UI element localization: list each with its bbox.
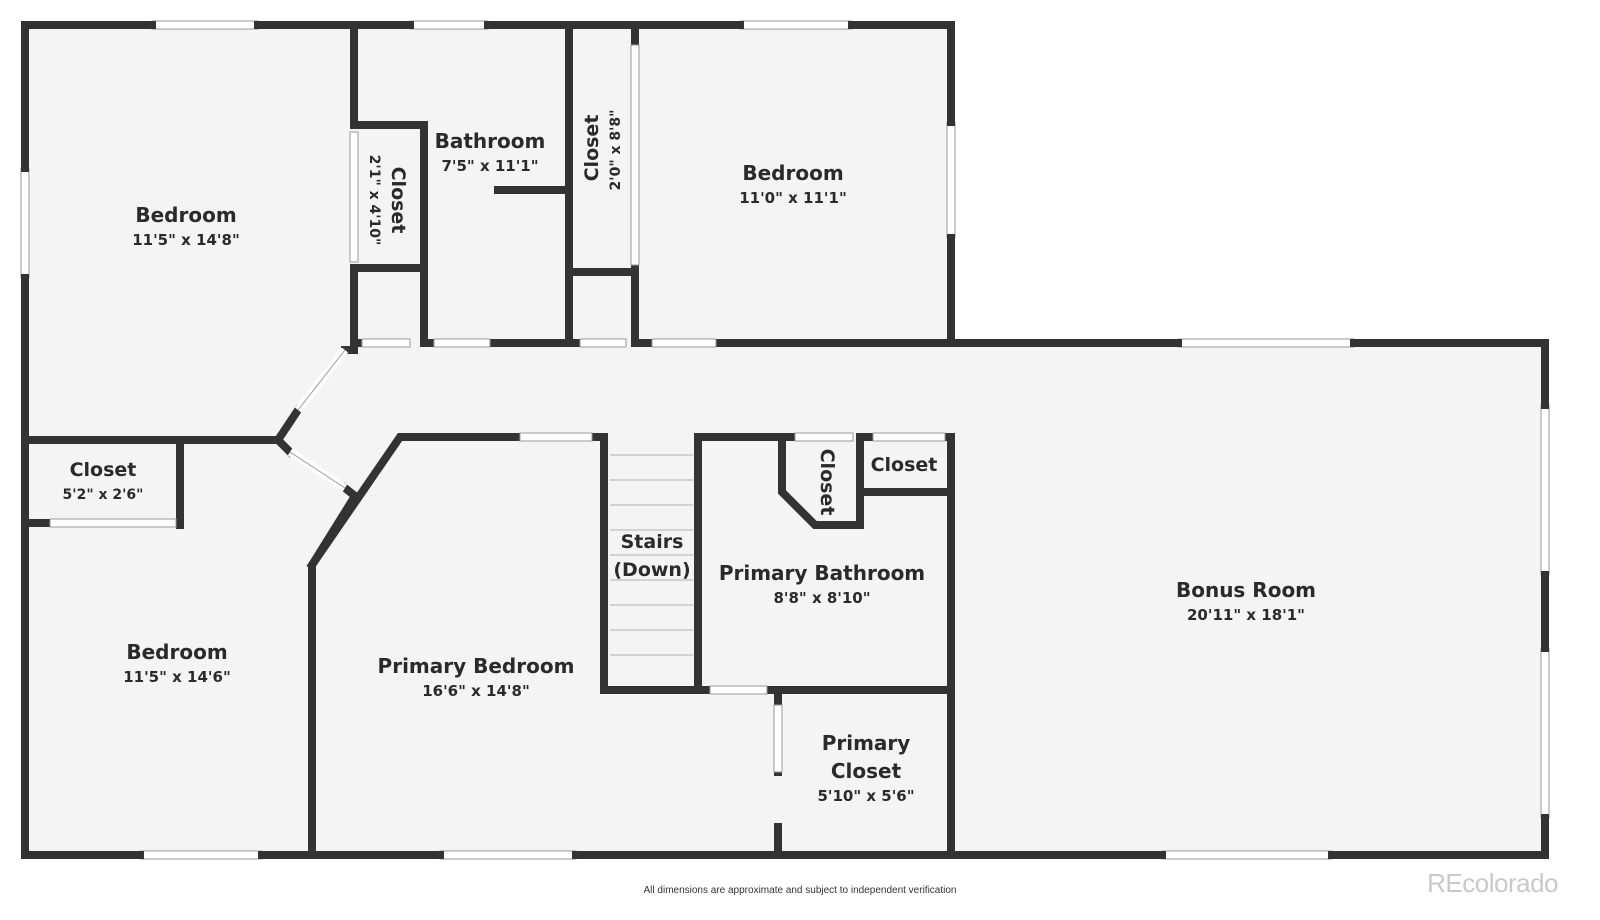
room-name: Closet [831,759,902,783]
room-dims: 11'5" x 14'6" [123,668,231,686]
disclaimer-text: All dimensions are approximate and subje… [643,885,957,896]
room-name: Bonus Room [1176,578,1316,602]
room-name: Bedroom [742,161,843,185]
stairs-direction: (Down) [613,559,690,581]
room-dims: 2'1" x 4'10" [366,155,382,246]
room-name: Bathroom [435,129,546,153]
room-dims: 2'0" x 8'8" [608,110,624,191]
window [1177,338,1355,348]
room-name: Primary Bathroom [719,561,925,585]
room-dims: 11'0" x 11'1" [739,189,847,207]
window [1161,850,1333,860]
walls [21,21,1549,859]
room-dims: 5'10" x 5'6" [817,787,914,805]
window [20,167,30,279]
room-name: Closet [816,449,838,516]
door-gaps [49,44,946,773]
room-name: Primary Bedroom [378,654,575,678]
room-dims: 8'8" x 8'10" [773,589,870,607]
room-labels: Bedroom 11'5" x 14'8" Closet 2'1" x 4'10… [63,110,1316,805]
room-dims: 20'11" x 18'1" [1187,606,1305,624]
window [409,20,489,30]
window [151,20,259,30]
window [439,850,577,860]
room-dims: 5'2" x 2'6" [63,487,144,503]
room-name: Closet [581,115,603,182]
room-name: Bedroom [126,640,227,664]
stairs-treads [610,454,693,656]
window [739,20,853,30]
room-dims: 7'5" x 11'1" [441,157,538,175]
window [1540,404,1550,576]
room-name: Primary [822,731,911,755]
room-name: Closet [871,454,938,476]
window [946,121,956,239]
recolorado-watermark: REcolorado [1427,868,1558,898]
room-name: Closet [387,167,409,234]
diagonal-doors [287,347,349,492]
window [139,850,263,860]
room-name: Bedroom [135,203,236,227]
room-name: Closet [70,459,137,481]
room-dims: 11'5" x 14'8" [132,231,240,249]
room-dims: 16'6" x 14'8" [422,682,530,700]
window [1540,647,1550,819]
stairs-label: Stairs [621,531,684,553]
